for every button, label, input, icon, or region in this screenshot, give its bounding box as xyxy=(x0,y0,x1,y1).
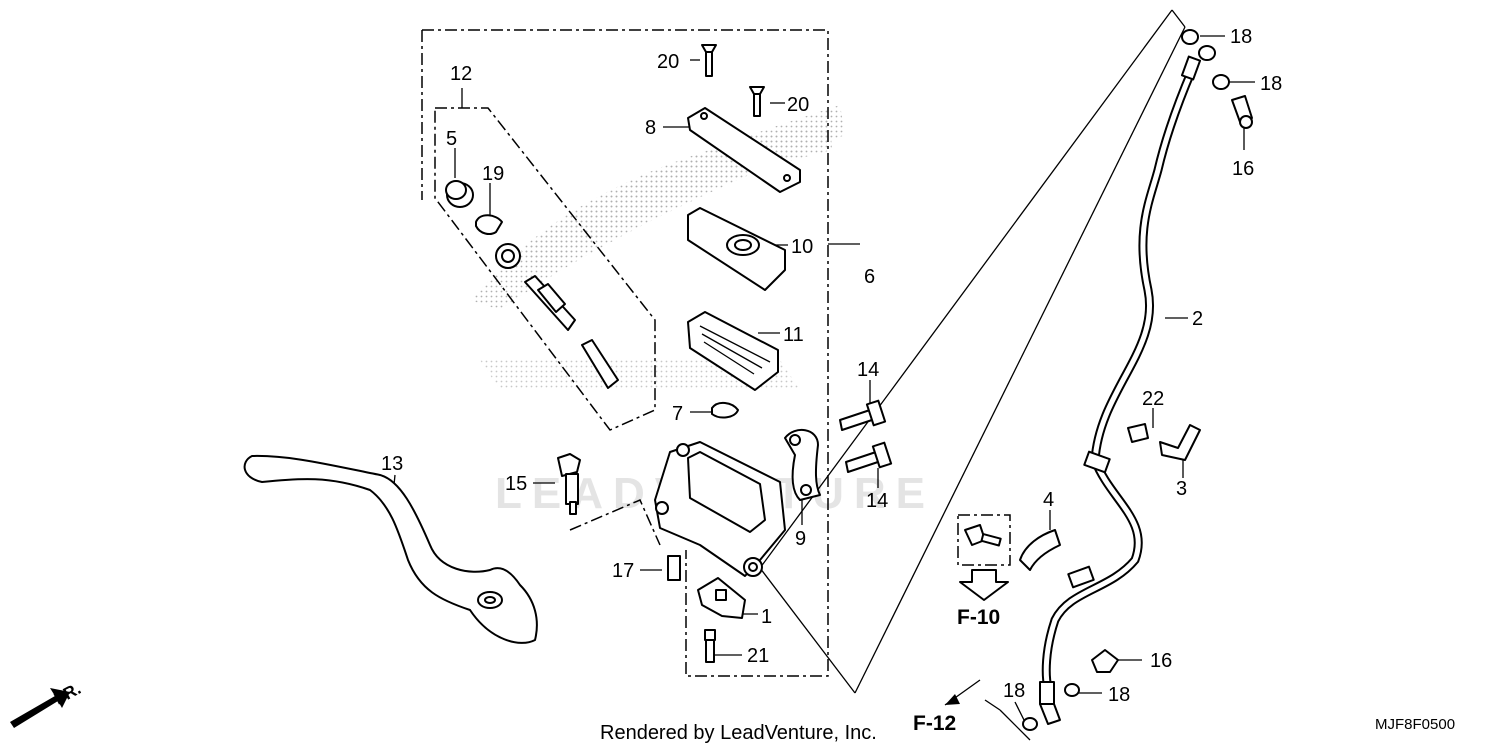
callout-18a: 18 xyxy=(1230,26,1252,48)
brake-hose-part xyxy=(1039,55,1202,725)
ref-f10[interactable]: F-10 xyxy=(957,606,1000,629)
callout-14b: 14 xyxy=(866,490,888,512)
f10-arrow xyxy=(959,569,1009,601)
callout-17: 17 xyxy=(612,560,634,582)
callout-4: 4 xyxy=(1043,489,1054,511)
footer-credit: Rendered by LeadVenture, Inc. xyxy=(600,722,877,744)
callout-14a: 14 xyxy=(857,359,879,381)
callout-20b: 20 xyxy=(787,94,809,116)
callout-8: 8 xyxy=(645,117,656,139)
callout-16a: 16 xyxy=(1232,158,1254,180)
callouts: 1 2 3 4 5 6 7 8 9 10 11 12 13 14 14 15 1… xyxy=(381,26,1282,706)
callout-19: 19 xyxy=(482,163,504,185)
f12-arrow xyxy=(944,679,981,706)
ref-f12[interactable]: F-12 xyxy=(913,712,956,735)
switch-part xyxy=(697,577,746,619)
callout-18c: 18 xyxy=(1003,680,1025,702)
callout-22: 22 xyxy=(1142,388,1164,410)
callout-6: 6 xyxy=(864,266,875,288)
brake-lever-part xyxy=(243,454,538,644)
leader-lines xyxy=(391,9,1255,741)
fr-arrow-icon xyxy=(10,688,70,728)
screws xyxy=(667,44,765,663)
callout-18b: 18 xyxy=(1260,73,1282,95)
holder-clamp-part xyxy=(784,429,821,501)
callout-18d: 18 xyxy=(1108,684,1130,706)
diagram-code: MJF8F0500 xyxy=(1375,716,1455,733)
callout-7: 7 xyxy=(672,403,683,425)
hose-fittings xyxy=(1022,29,1253,731)
fr-label: FR. xyxy=(51,679,84,709)
callout-10: 10 xyxy=(791,236,813,258)
callout-5: 5 xyxy=(446,128,457,150)
holder-bolts xyxy=(839,399,893,473)
clip-part xyxy=(711,402,739,419)
piston-set-part xyxy=(445,180,619,389)
group-frames xyxy=(421,29,829,677)
diaphragm-part xyxy=(687,311,779,391)
clamp-part xyxy=(957,514,1061,571)
callout-9: 9 xyxy=(795,528,806,550)
callout-3: 3 xyxy=(1176,478,1187,500)
callout-13: 13 xyxy=(381,453,403,475)
reservoir-cap-part xyxy=(687,107,801,193)
callout-16b: 16 xyxy=(1150,650,1172,672)
pivot-bolt-part xyxy=(557,453,581,515)
bracket-part xyxy=(1127,423,1201,461)
plate-part xyxy=(687,207,786,291)
callout-2: 2 xyxy=(1192,308,1203,330)
callout-12: 12 xyxy=(450,63,472,85)
callout-15: 15 xyxy=(505,473,527,495)
callout-11: 11 xyxy=(783,324,804,346)
callout-1: 1 xyxy=(761,606,772,628)
callout-20a: 20 xyxy=(657,51,679,73)
master-cylinder-part xyxy=(654,441,786,577)
callout-21: 21 xyxy=(747,645,769,667)
